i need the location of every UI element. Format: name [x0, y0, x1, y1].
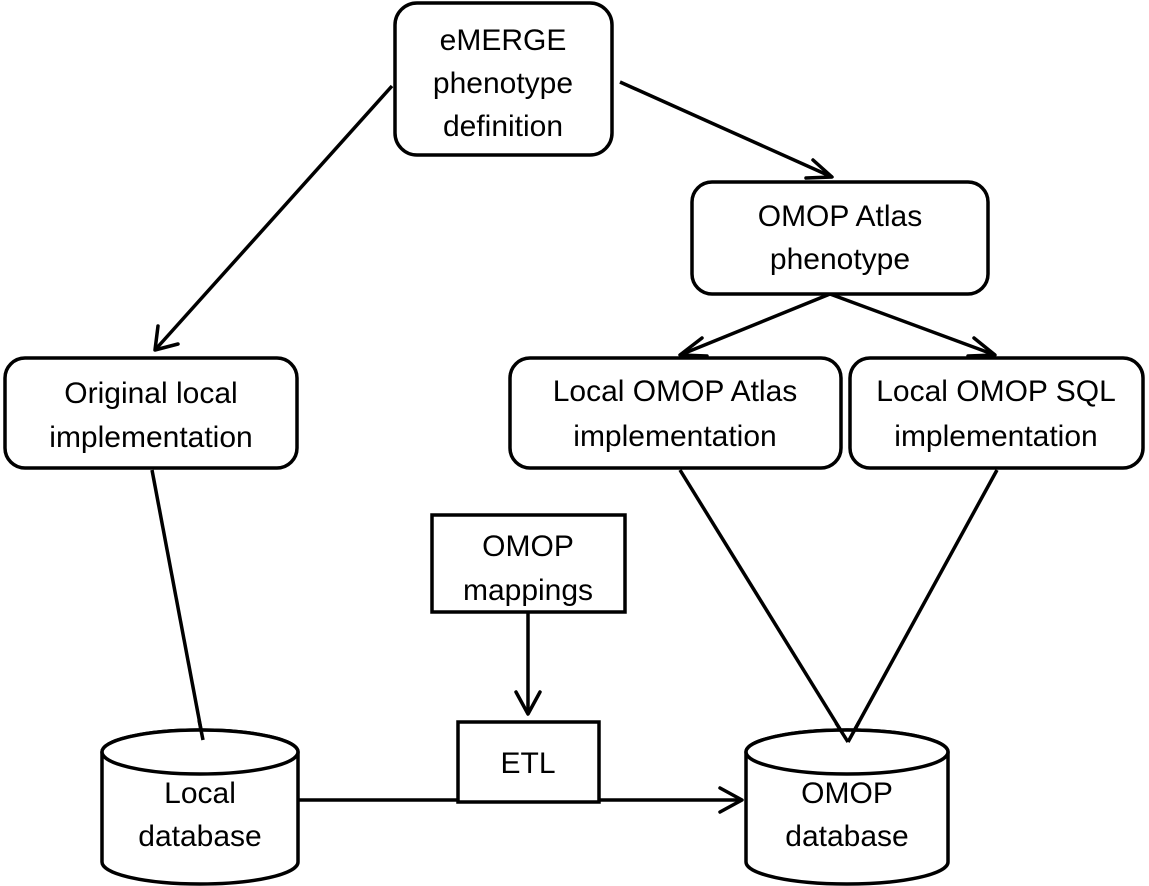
- local-atlas-label-line-2: implementation: [573, 420, 776, 453]
- node-local-omop-atlas-implementation: Local OMOP Atlas implementation: [508, 356, 843, 470]
- original-local-label-line-2: implementation: [49, 421, 252, 454]
- arrowhead-local-sql: [966, 336, 997, 358]
- edge-emerge-to-original: [153, 84, 394, 352]
- edge-local-atlas-to-omop-db: [678, 469, 850, 743]
- node-omop-atlas-phenotype: OMOP Atlas phenotype: [690, 180, 990, 296]
- node-original-local-implementation: Original local implementation: [3, 356, 299, 470]
- arrowhead-etl: [514, 690, 542, 716]
- node-omop-database: OMOP database: [744, 728, 950, 886]
- arrowhead-original: [153, 324, 180, 352]
- omop-mappings-label-line-1: OMOP: [482, 530, 574, 563]
- arrowhead-omop-db: [718, 786, 744, 814]
- node-local-database: Local database: [100, 728, 300, 886]
- omop-db-label-line-1: OMOP: [801, 777, 893, 810]
- edge-original-to-local-db-tip: [197, 719, 205, 741]
- local-db-label-line-1: Local: [164, 777, 236, 810]
- local-atlas-label-line-1: Local OMOP Atlas: [553, 375, 798, 408]
- emerge-label-line-2: phenotype: [433, 67, 573, 100]
- atlas-phenotype-label-line-2: phenotype: [770, 243, 910, 276]
- original-local-label-line-1: Original local: [64, 377, 237, 410]
- edge-atlas-to-local-atlas: [679, 292, 831, 357]
- arrowhead-local-atlas: [678, 336, 709, 358]
- edge-local-sql-to-omop-db: [846, 469, 999, 743]
- omop-mappings-label-line-2: mappings: [463, 574, 593, 607]
- local-db-label-line-2: database: [138, 820, 261, 853]
- node-local-omop-sql-implementation: Local OMOP SQL implementation: [848, 356, 1145, 470]
- node-emerge-phenotype-definition: eMERGE phenotype definition: [393, 1, 614, 157]
- node-omop-mappings: OMOP mappings: [430, 513, 627, 614]
- node-etl: ETL: [456, 720, 601, 804]
- emerge-label-line-1: eMERGE: [440, 24, 567, 57]
- edge-local-atlas-to-omop-db-tip: [834, 722, 850, 743]
- local-sql-label-line-1: Local OMOP SQL: [876, 375, 1116, 408]
- emerge-label-line-3: definition: [443, 110, 563, 143]
- arrowhead-atlas: [804, 158, 834, 180]
- etl-label: ETL: [500, 747, 555, 780]
- edge-original-to-local-db: [150, 469, 205, 741]
- atlas-phenotype-label-line-1: OMOP Atlas: [758, 200, 923, 233]
- omop-db-label-line-2: database: [785, 820, 908, 853]
- local-sql-label-line-2: implementation: [894, 420, 1097, 453]
- edge-local-sql-to-omop-db-tip: [846, 721, 861, 743]
- db-entry-connectors: [197, 719, 861, 743]
- edge-atlas-to-local-sql: [829, 292, 996, 357]
- edge-emerge-to-atlas: [619, 80, 833, 179]
